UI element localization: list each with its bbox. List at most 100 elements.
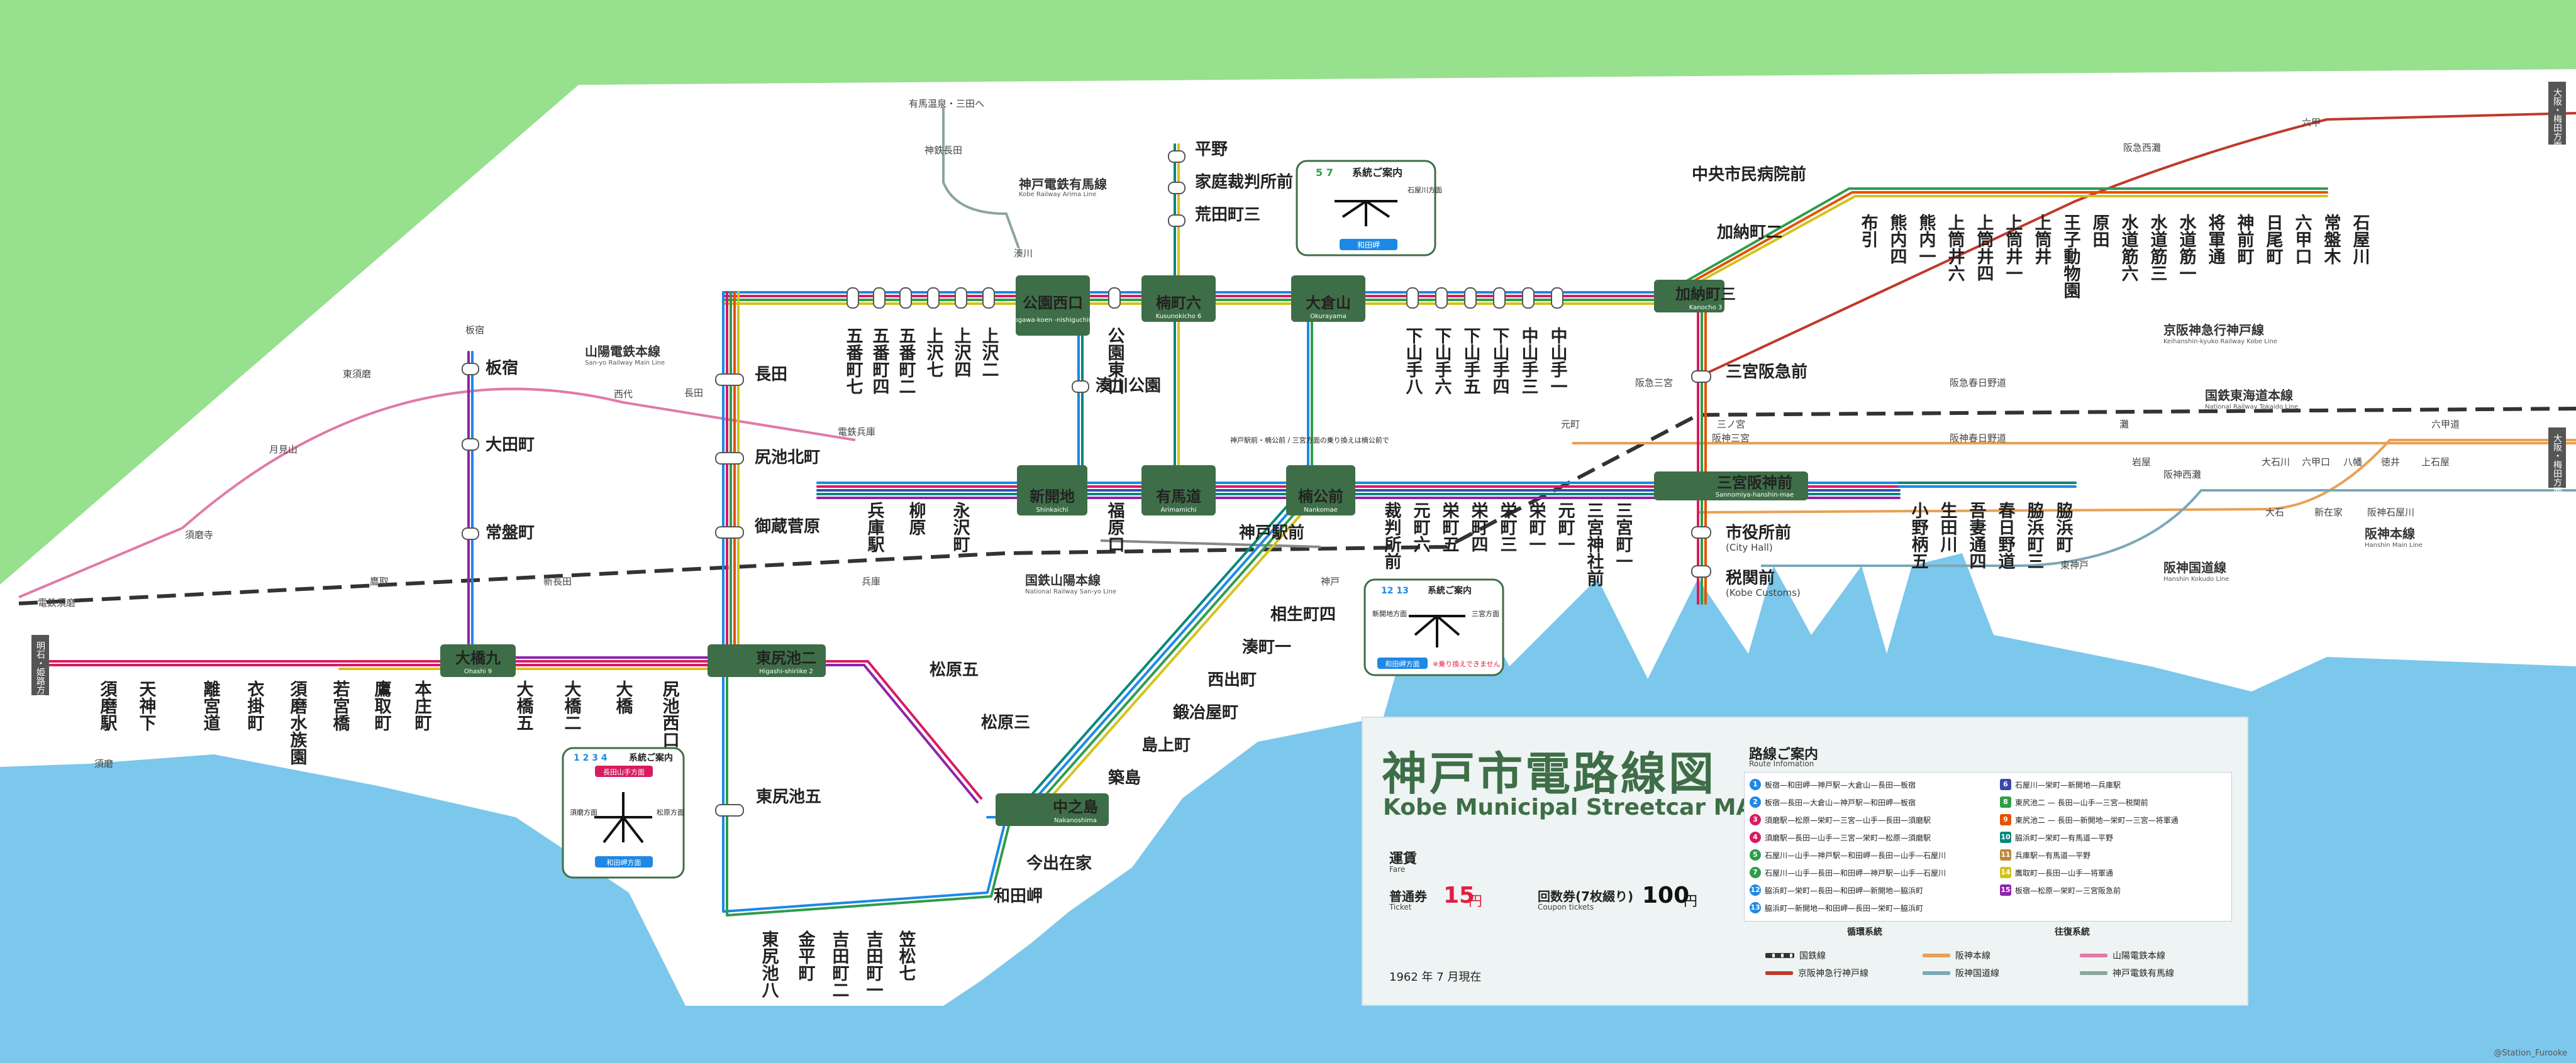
svg-text:天神下: 天神下 [136, 680, 157, 731]
svg-text:尻池西口: 尻池西口 [660, 680, 680, 748]
route-number-badge: 6 [2000, 779, 2011, 790]
svg-text:長田: 長田 [755, 365, 787, 384]
route-item: 6 石屋川—栄町—新開地—兵庫駅 [2000, 778, 2121, 791]
svg-text:長田: 長田 [684, 387, 703, 399]
svg-text:須磨: 須磨 [94, 758, 113, 769]
svg-text:五番町四: 五番町四 [870, 327, 890, 395]
svg-text:熊内四: 熊内四 [1887, 213, 1907, 265]
svg-text:六甲口: 六甲口 [2292, 214, 2312, 265]
station-labels-east: 布引 熊内四 熊内一 上筒井六 上筒井四 上筒井一 上筒井 王子動物園 原田 水… [1858, 213, 2371, 299]
railways [18, 107, 2576, 605]
route-description: 石屋川—山手—長田—和田岬—神戸駅—山手—石屋川 [1765, 868, 1946, 878]
svg-text:須磨寺: 須磨寺 [185, 529, 213, 541]
svg-text:元町: 元町 [1561, 419, 1580, 430]
svg-text:神戸: 神戸 [1321, 576, 1340, 587]
svg-text:兵庫: 兵庫 [862, 576, 880, 587]
svg-text:鷹取: 鷹取 [370, 576, 389, 587]
svg-text:阪急三宮: 阪急三宮 [1635, 377, 1673, 388]
info-box-57: 系統ご案内 5 7 和田岬 石屋川方面 [1296, 160, 1442, 256]
svg-text:石屋川方面: 石屋川方面 [1407, 185, 1442, 194]
svg-text:大橋二: 大橋二 [562, 680, 582, 731]
station-labels-south: 東尻池八 金平町 吉田町二 吉田町一 笠松七 [759, 930, 916, 998]
line-swatch [1765, 971, 1793, 975]
railway-labels: 山陽電鉄本線 神戸電鉄有馬線 京阪神急行神戸線 国鉄東海道本線 国鉄山陽本線 阪… [585, 177, 2415, 588]
svg-text:明石・姫路方面: 明石・姫路方面 [35, 641, 45, 703]
route-number-badge: 12 [1750, 884, 1761, 896]
svg-text:栄町三: 栄町三 [1497, 502, 1518, 553]
svg-text:東尻池五: 東尻池五 [756, 788, 821, 807]
coupon-label-en: Coupon tickets [1538, 903, 1594, 912]
svg-text:水道筋三: 水道筋三 [2148, 214, 2168, 282]
svg-text:税関前: 税関前 [1726, 568, 1775, 588]
route-number-badge: 10 [2000, 832, 2011, 843]
jnr-branch [1100, 539, 1321, 548]
svg-text:楠公前: 楠公前 [1298, 488, 1343, 505]
route-description: 脇浜町—栄町—長田—和田岬—新開地—脇浜町 [1765, 886, 1924, 895]
line-legend-label: 神戸電鉄有馬線 [2112, 969, 2174, 979]
svg-text:阪神本線: 阪神本線 [2365, 526, 2415, 541]
svg-text:(City Hall): (City Hall) [1726, 542, 1773, 553]
svg-text:東尻池二: 東尻池二 [756, 649, 816, 667]
svg-text:上筒井四: 上筒井四 [1974, 214, 1994, 282]
ticket-label: 普通券 [1389, 889, 1427, 904]
svg-text:鍛冶屋町: 鍛冶屋町 [1173, 703, 1238, 722]
svg-text:元町六: 元町六 [1411, 502, 1431, 553]
svg-text:和田岬: 和田岬 [994, 887, 1043, 906]
route-description: 須磨駅—松原—栄町—三宮—山手—長田—須磨駅 [1765, 815, 1931, 825]
svg-text:(Kobe Customs): (Kobe Customs) [1726, 587, 1801, 598]
svg-text:山陽電鉄本線: 山陽電鉄本線 [585, 344, 660, 359]
svg-text:吾妻通四: 吾妻通四 [1967, 502, 1987, 570]
route-number-badge: 11 [2000, 849, 2011, 861]
svg-text:和田岬方面: 和田岬方面 [1385, 659, 1420, 668]
route-number-badge: 2 [1750, 796, 1761, 808]
svg-text:灘: 灘 [2119, 419, 2129, 430]
svg-text:元町一: 元町一 [1555, 502, 1575, 553]
circular-heading: 循環系統 [1847, 927, 1882, 937]
svg-text:笠松七: 笠松七 [896, 930, 916, 981]
svg-text:三宮阪急前: 三宮阪急前 [1726, 362, 1807, 382]
svg-text:上筒井六: 上筒井六 [1945, 214, 1965, 282]
hanshin-main [1697, 439, 2576, 514]
route-description: 板宿—長田—大倉山—神戸駅—和田岬—板宿 [1765, 798, 1916, 807]
stop-markers [462, 150, 1711, 817]
route-description: 石屋川—栄町—新開地—兵庫駅 [2015, 780, 2121, 790]
svg-text:系統ご案内: 系統ご案内 [629, 752, 673, 763]
svg-text:中山手三: 中山手三 [1519, 327, 1539, 395]
svg-text:国鉄東海道本線: 国鉄東海道本線 [2205, 388, 2293, 403]
route-number-badge: 7 [1750, 867, 1761, 878]
svg-text:水道筋六: 水道筋六 [2119, 214, 2139, 282]
route-description: 脇浜町—栄町—有馬道—平野 [2015, 833, 2114, 842]
svg-text:公園西口: 公園西口 [1023, 294, 1083, 312]
info-box-1213: 系統ご案内 12 13 新開地方面 三宮方面 和田岬方面 ※乗り換えできません [1363, 578, 1504, 676]
svg-text:神鉄長田: 神鉄長田 [924, 145, 962, 156]
svg-text:湊川: 湊川 [1014, 248, 1033, 259]
info-box-1234: 系統ご案内 1 2 3 4 長田山手方面 須磨方面 松原方面 和田岬方面 [562, 747, 685, 879]
svg-text:若宮橋: 若宮橋 [330, 680, 350, 731]
svg-text:阪神三宮: 阪神三宮 [1712, 432, 1750, 444]
route-description: 東尻池二 — 長田—山手—三宮—税関前 [2015, 798, 2148, 807]
svg-text:新開地方面: 新開地方面 [1372, 609, 1407, 618]
route-item: 12 脇浜町—栄町—長田—和田岬—新開地—脇浜町 [1750, 883, 1923, 897]
svg-text:中山手一: 中山手一 [1548, 327, 1568, 395]
svg-text:築島: 築島 [1108, 768, 1141, 788]
fare-heading: 運賃 [1389, 851, 1418, 867]
svg-text:阪神石屋川: 阪神石屋川 [2367, 507, 2414, 518]
line-legend-label: 山陽電鉄本線 [2112, 951, 2165, 961]
svg-text:常盤町: 常盤町 [486, 524, 535, 543]
route-item: 7 石屋川—山手—長田—和田岬—神戸駅—山手—石屋川 [1750, 866, 1946, 879]
svg-text:御蔵菅原: 御蔵菅原 [754, 517, 820, 536]
svg-text:下山手五: 下山手五 [1461, 327, 1481, 395]
route-description: 須磨駅—長田—山手—三宮—栄町—松原—須磨駅 [1765, 833, 1931, 842]
svg-text:三宮方面: 三宮方面 [1472, 609, 1499, 618]
as-of-date: 1962 年 7 月現在 [1389, 971, 1482, 984]
svg-text:Shinkaichi: Shinkaichi [1036, 507, 1069, 514]
svg-text:板宿: 板宿 [486, 358, 518, 378]
